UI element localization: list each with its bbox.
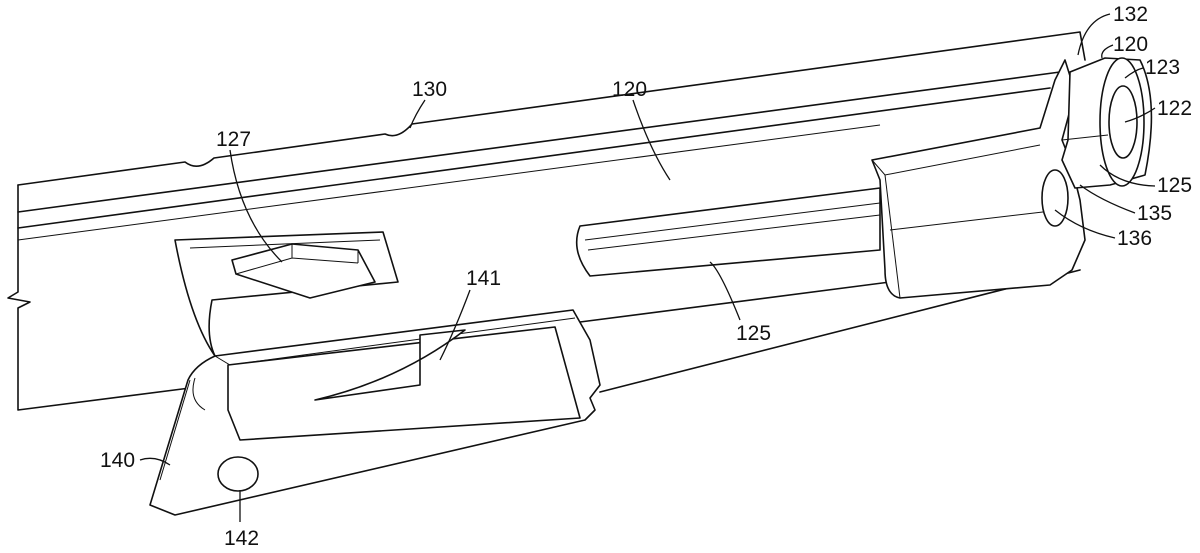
label-142: 142: [224, 527, 259, 550]
label-141: 141: [466, 267, 501, 290]
label-132: 132: [1113, 3, 1148, 26]
label-120-top: 120: [1113, 33, 1148, 56]
slide-block: [871, 59, 1086, 299]
slot-127: [174, 231, 399, 357]
leader-lines: [139, 13, 1156, 522]
label-123: 123: [1145, 56, 1180, 79]
label-130: 130: [412, 78, 447, 101]
rail-130: [7, 31, 1086, 411]
label-125-right: 125: [1157, 174, 1192, 197]
channel-125: [575, 187, 881, 277]
label-125-mid: 125: [736, 322, 771, 345]
block-140: [149, 309, 601, 516]
label-127: 127: [216, 128, 251, 151]
label-140: 140: [100, 449, 135, 472]
label-136: 136: [1117, 227, 1152, 250]
label-120-mid: 120: [612, 78, 647, 101]
collar-120: [1061, 57, 1153, 189]
label-135: 135: [1137, 202, 1172, 225]
label-122: 122: [1157, 97, 1192, 120]
